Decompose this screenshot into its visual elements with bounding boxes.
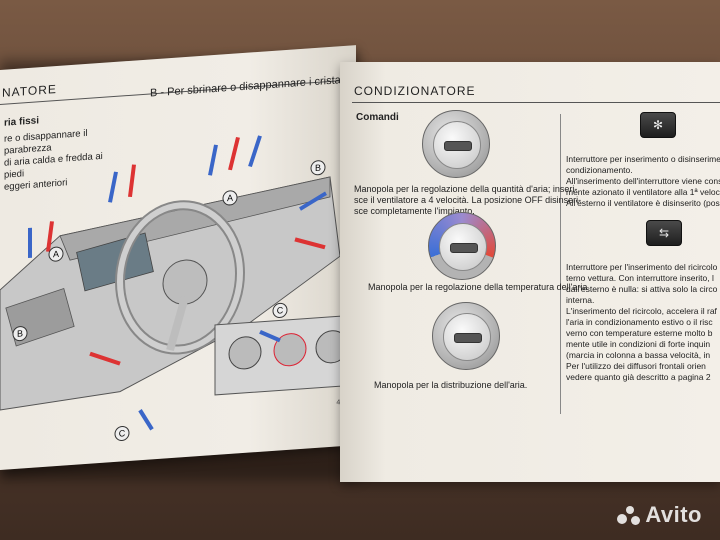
avito-watermark: Avito xyxy=(617,502,702,528)
dashboard-illustration: A A B B C C xyxy=(0,135,350,441)
desc-line: All'esterno il ventilatore è disinserito… xyxy=(566,198,720,208)
label-a-2: A xyxy=(227,193,233,203)
desc-line: All'inserimento dell'interruttore viene … xyxy=(566,176,720,186)
fan-speed-knob xyxy=(422,110,490,178)
knob-slot xyxy=(444,141,472,151)
knob-slot xyxy=(454,333,482,343)
knob-slot xyxy=(450,243,478,253)
controls-section-title: Comandi xyxy=(356,112,399,123)
desc-line: (marcia in colonna a bassa velocità, in xyxy=(566,350,711,360)
desc-line: Per l'utilizzo dei diffusori frontali or… xyxy=(566,361,706,371)
desc-line: interna. xyxy=(566,295,595,305)
desc-line: vedere quanto già descritto a pagina 2 xyxy=(566,372,711,382)
label-c-1: C xyxy=(277,305,284,315)
desc-line: dall'esterno è nulla: si attiva solo la … xyxy=(566,284,718,294)
left-page-header: NATORE xyxy=(2,82,57,100)
desc-line: verno con temperature esterne molto b xyxy=(566,328,713,338)
label-b-2: B xyxy=(315,163,321,173)
knob-face xyxy=(439,223,487,271)
knob-face xyxy=(433,121,481,169)
desc-line: mente utile in condizioni di forte inqui… xyxy=(566,339,711,349)
temperature-knob-caption: Manopola per la regolazione della temper… xyxy=(368,282,587,293)
temperature-knob xyxy=(428,212,496,280)
desc-line: mente azionato il ventilatore alla 1ª ve… xyxy=(566,187,720,197)
distribution-knob-caption: Manopola per la distribuzione dell'aria. xyxy=(374,380,527,391)
recirculation-description: Interruttore per l'inserimento del ricir… xyxy=(566,262,720,383)
label-b-1: B xyxy=(17,328,23,338)
desc-line: terno vettura. Con interruttore inserito… xyxy=(566,273,714,283)
right-page-header: CONDIZIONATORE xyxy=(354,84,476,98)
left-section-title: ria fissi xyxy=(4,115,40,129)
desc-line: L'inserimento del ricircolo, accelera il… xyxy=(566,306,717,316)
distribution-knob xyxy=(432,302,500,370)
caption-line: sce completamente l'impianto. xyxy=(354,206,475,216)
label-c-2: C xyxy=(119,428,126,438)
caption-line: Manopola per la regolazione della temper… xyxy=(368,282,588,292)
avito-logo-icon xyxy=(617,506,641,526)
watermark-text: Avito xyxy=(645,502,702,527)
knob-face xyxy=(443,313,491,361)
desc-line: l'aria in condizionamento estivo o il ri… xyxy=(566,317,713,327)
desc-line: Interruttore per l'inserimento del ricir… xyxy=(566,262,718,272)
right-header-rule xyxy=(352,102,720,103)
fan-icon: ✻ xyxy=(640,112,676,138)
left-page: NATORE B - Per sbrinare o disappannare i… xyxy=(0,45,384,471)
ac-switch-description: Interruttore per inserimento o disinseri… xyxy=(566,154,720,209)
column-divider xyxy=(560,114,561,414)
fan-knob-caption: Manopola per la regolazione della quanti… xyxy=(354,184,581,217)
recirculation-icon: ⇆ xyxy=(646,220,682,246)
desc-line: Interruttore per inserimento o disinseri… xyxy=(566,154,720,164)
caption-line: sce il ventilatore a 4 velocità. La posi… xyxy=(354,195,582,205)
caption-line: Manopola per la regolazione della quanti… xyxy=(354,184,578,194)
desc-line: condizionamento. xyxy=(566,165,633,175)
right-page: CONDIZIONATORE Comandi Manopola per la r… xyxy=(340,62,720,482)
label-a-1: A xyxy=(53,249,59,259)
caption-line: Manopola per la distribuzione dell'aria. xyxy=(374,380,528,390)
